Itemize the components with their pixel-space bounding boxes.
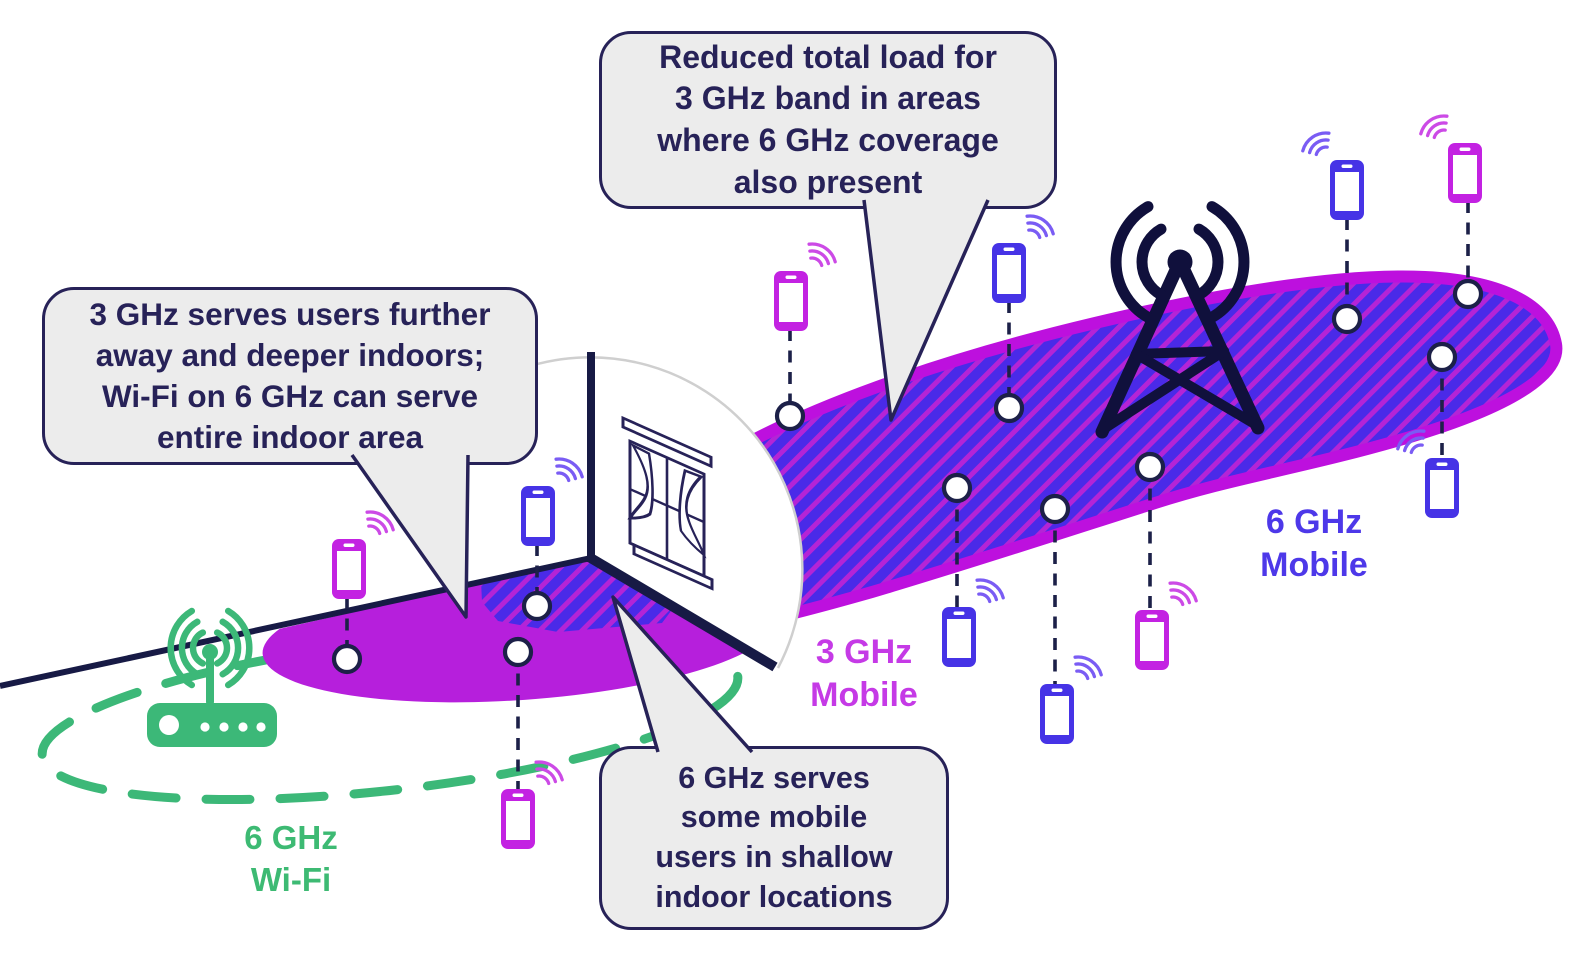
smartphone-magenta-icon [1419,114,1482,203]
user-anchor-dot [1452,278,1484,310]
smartphone-blue-icon [992,214,1055,303]
user-anchor-dot [1426,341,1458,373]
wifi-signal-arcs-icon [1432,128,1447,140]
user-anchor-dot [1134,451,1166,483]
wifi-signal-arcs-icon [556,471,571,483]
smartphone-blue-icon [1301,131,1364,220]
label-3ghz-mobile: 3 GHz Mobile [810,633,918,714]
smartphone-magenta-icon [1135,581,1198,670]
wifi-signal-arcs-icon [1419,114,1449,136]
tower-signal-arcs [1110,201,1250,323]
smartphone-blue-icon [1040,655,1103,744]
user-anchor-dot [993,392,1025,424]
wifi-signal-arcs-icon [1396,429,1426,451]
user-anchor-dot [502,636,534,668]
smartphone-magenta-icon [501,760,564,849]
curtain-left [627,442,654,520]
wifi-signal-arcs-icon [536,774,551,786]
wifi-signal-arcs-icon [1409,443,1424,455]
window-icon [621,415,714,591]
user-anchor-dot [941,472,973,504]
user-anchor-dot [331,643,363,675]
wifi-signal-arcs-icon [1074,662,1097,679]
smartphone-magenta-icon [774,242,837,331]
smartphone-blue-icon [942,578,1005,667]
wifi-signal-arcs-icon [1402,436,1425,453]
wifi-signal-arcs-icon [1025,214,1055,236]
wifi-signal-arcs-icon [535,767,558,784]
smartphone-blue-icon [1396,429,1459,518]
user-anchor-dot [774,400,806,432]
user-anchor-dot [521,590,553,622]
wifi-signal-arcs-icon [1075,669,1090,681]
callout-6ghz-indoor: 6 GHz serves some mobile users in shallo… [599,746,949,930]
wifi-signal-arcs-icon [367,524,382,536]
wifi-signal-arcs-icon [1026,221,1049,238]
wifi-signal-arcs-icon [807,242,837,264]
cell-tower-icon [1095,201,1265,439]
wifi-signal-arcs-icon [808,249,831,266]
wifi-signal-arcs-icon [1301,131,1331,153]
user-anchor-dot [1039,493,1071,525]
wifi-signal-arcs-icon [1307,138,1330,155]
wifi-signal-arcs-icon [977,592,992,604]
user-anchor-dot [1331,303,1363,335]
wifi-signal-arcs-icon [809,256,824,268]
wifi-signal-arcs-icon [1073,655,1103,677]
wifi-router-icon [147,607,277,747]
wifi-signal-arcs-icon [1425,121,1448,138]
cutaway-circle-border [523,356,804,669]
wifi-signal-arcs-icon [1169,588,1192,605]
label-6ghz-wifi: 6 GHz Wi-Fi [244,819,338,898]
wifi-signal-arcs-icon [1170,595,1185,607]
curtain-right [678,468,707,559]
label-6ghz-mobile: 6 GHz Mobile [1260,503,1368,584]
smartphone-blue-icon [521,457,584,546]
wifi-signal-arcs-icon [975,578,1005,600]
wifi-signal-arcs-icon [976,585,999,602]
wifi-signal-arcs-icon [534,760,564,782]
wifi-signal-arcs-icon [554,457,584,479]
wifi-signal-arcs-icon [1314,145,1329,157]
wifi-signal-arcs-icon [1027,228,1042,240]
router-signal-arcs [167,607,253,689]
callout-reduced-load: Reduced total load for 3 GHz band in are… [599,31,1057,209]
outdoor-3ghz-coverage-area [725,270,1563,628]
wifi-signal-arcs-icon [1168,581,1198,603]
wifi-signal-arcs-icon [555,464,578,481]
phones-layer [331,114,1484,849]
callout-3ghz-serves: 3 GHz serves users further away and deep… [42,287,538,465]
house-left-wall-line [0,555,592,689]
